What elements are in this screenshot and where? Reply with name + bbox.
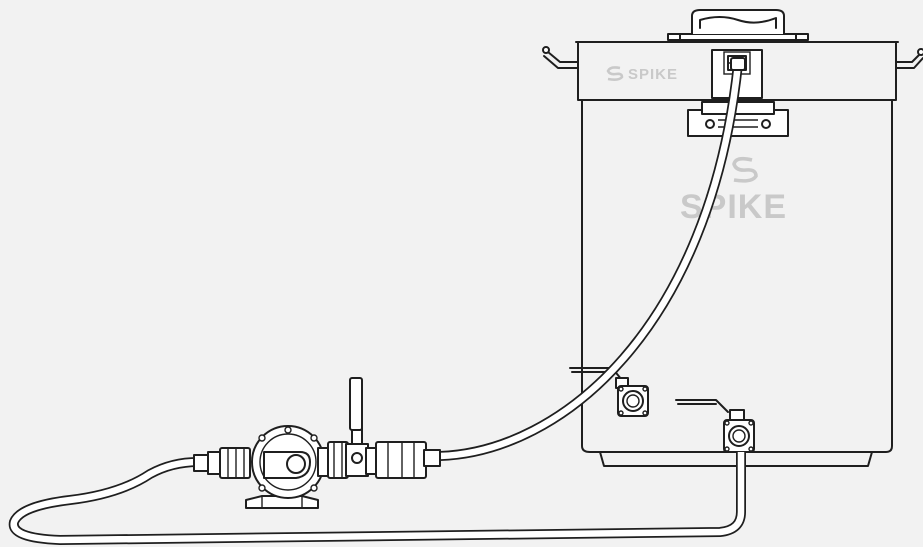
body-logo-text: SPIKE xyxy=(680,188,787,226)
left-side-handle xyxy=(542,46,579,69)
lid-logo: SPIKE xyxy=(606,66,678,83)
pump-head xyxy=(251,425,325,499)
supply-hose xyxy=(8,452,746,546)
lid-top-handle xyxy=(667,9,809,41)
spike-s-icon xyxy=(732,156,758,183)
lid-logo-text: SPIKE xyxy=(628,66,678,83)
outlet-fitting xyxy=(317,441,349,479)
pump-assembly xyxy=(193,377,441,509)
front-bracket xyxy=(687,101,789,137)
lid-hose-nozzle xyxy=(730,57,746,71)
body-logo: SPIKE xyxy=(680,156,787,226)
inlet-fitting xyxy=(193,447,251,479)
outlet-coupling xyxy=(365,441,441,479)
lower-valve xyxy=(675,399,755,453)
right-side-handle xyxy=(895,48,923,69)
spike-s-icon xyxy=(606,66,624,81)
valve-handle xyxy=(349,377,363,431)
pump-ball-valve xyxy=(345,377,369,477)
kettle-body xyxy=(581,99,893,453)
return-hose xyxy=(439,63,743,461)
upper-valve xyxy=(569,367,649,417)
